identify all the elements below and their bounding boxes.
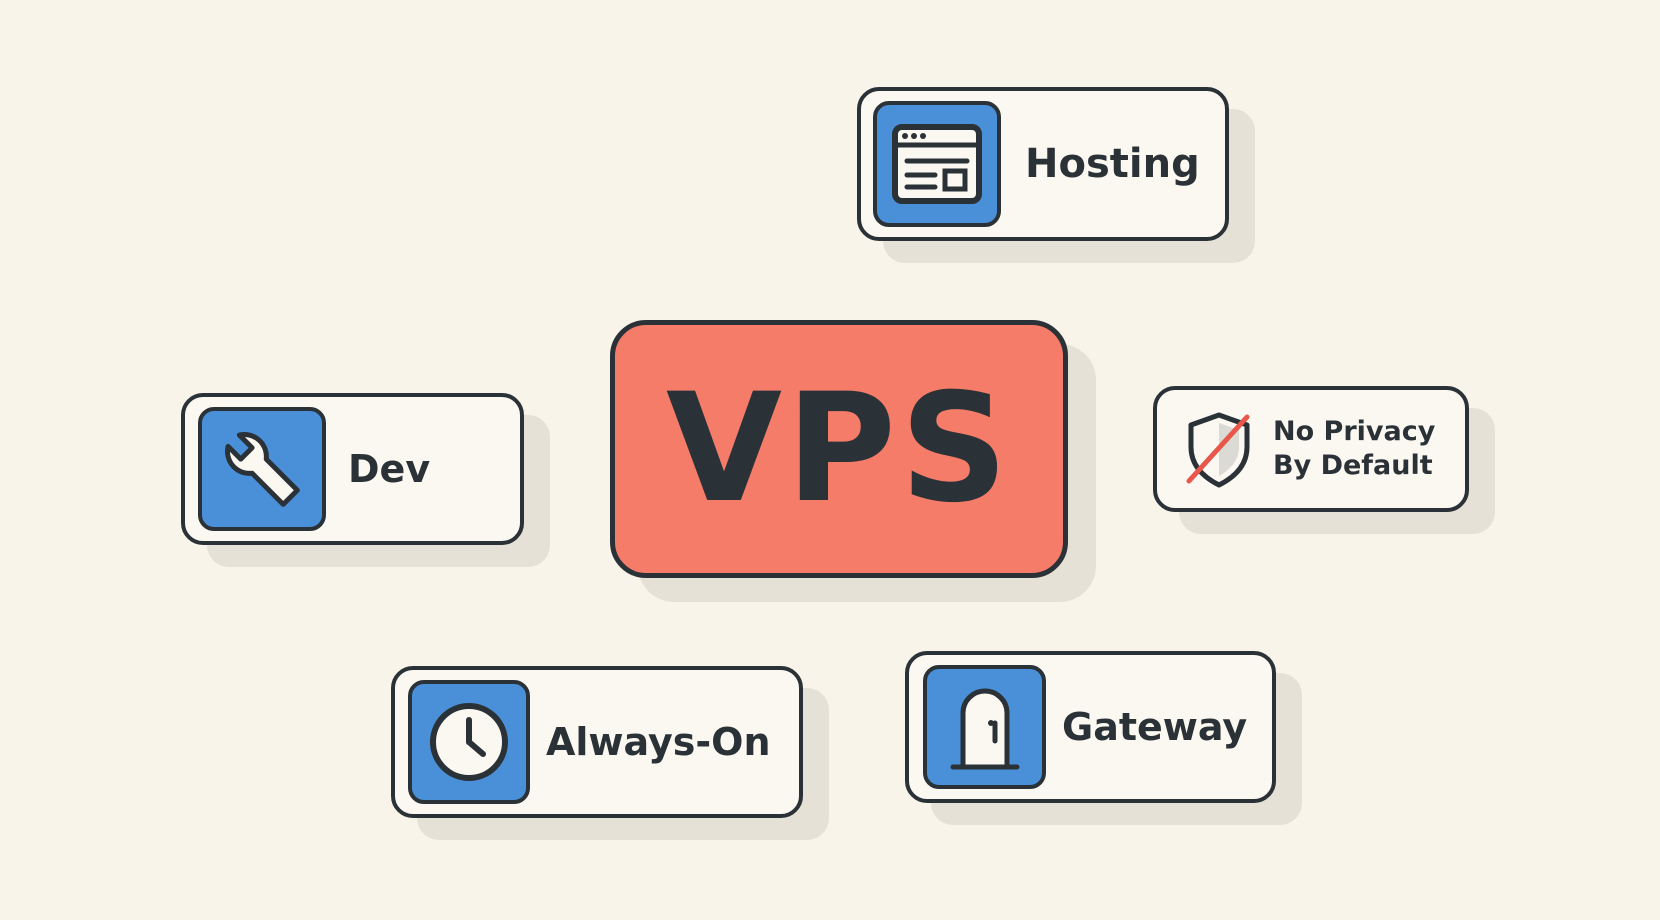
center-node-vps: VPS xyxy=(610,320,1068,578)
privacy-label: No Privacy By Default xyxy=(1273,415,1435,483)
shield-crossed-icon xyxy=(1177,407,1261,491)
privacy-label-line-1: No Privacy xyxy=(1273,416,1436,447)
node-dev: Dev xyxy=(181,393,524,545)
door-icon xyxy=(923,665,1046,789)
browser-window-icon xyxy=(873,101,1001,227)
node-label: Dev xyxy=(348,447,431,491)
node-label: Hosting xyxy=(1025,141,1200,187)
clock-icon xyxy=(408,680,530,804)
privacy-label-line-2: By Default xyxy=(1273,450,1433,481)
node-no-privacy: No Privacy By Default xyxy=(1153,386,1469,512)
node-always-on: Always-On xyxy=(391,666,803,818)
node-hosting: Hosting xyxy=(857,87,1229,241)
center-label: VPS xyxy=(665,362,1013,536)
node-label: Always-On xyxy=(546,720,771,764)
wrench-icon xyxy=(198,407,326,531)
node-label: Gateway xyxy=(1062,705,1248,749)
node-gateway: Gateway xyxy=(905,651,1276,803)
